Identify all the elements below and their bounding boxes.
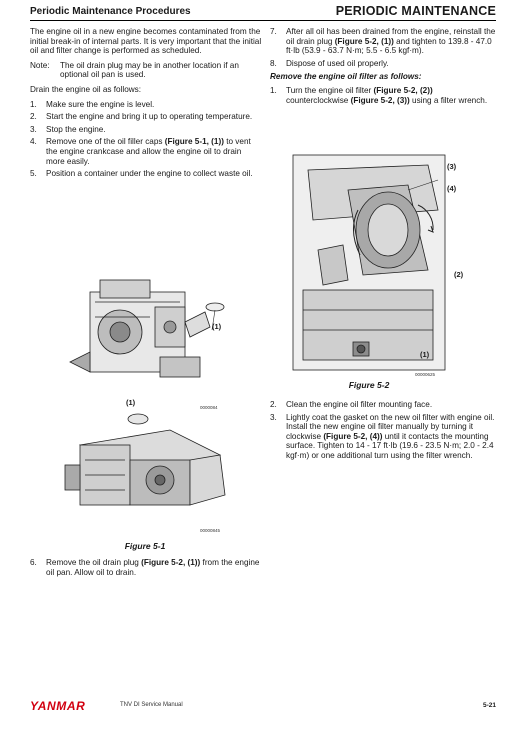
step-text: Turn the engine oil filter (Figure 5-2, … [286,86,496,105]
left-step-6: 6. Remove the oil drain plug (Figure 5-2… [30,558,262,580]
note-label: Note: [30,60,50,70]
callout-1: (1) [420,350,430,359]
figure-id: 00000845 [200,528,221,533]
page-number: 5-21 [482,702,496,709]
step-number: 4. [30,137,37,147]
callout-4: (4) [447,184,457,193]
step-text-part: Remove the oil drain plug [46,558,142,567]
step-number: 7. [270,27,277,36]
right-column: 7. After all oil has been drained from t… [270,27,496,108]
figure-reference: (Figure 5-2, (2)) [373,85,433,95]
list-item: 4. Remove one of the oil filler caps (Fi… [30,137,262,166]
list-item: 2. Clean the engine oil filter mounting … [270,400,496,410]
step-text-part: until it contacts the mounting surface. … [286,431,494,460]
chapter-title: PERIODIC MAINTENANCE [335,4,496,18]
page-header: Periodic Maintenance Procedures PERIODIC… [30,4,496,22]
oil-filter-illustration [292,154,446,371]
engine-illustration [64,413,226,506]
figure-reference: (Figure 5-1, (1)) [164,137,224,147]
step-number: 2. [270,400,277,409]
callout-1: (1) [212,322,222,331]
step-text-part: from the engine oil pan. Allow oil to dr… [46,558,260,577]
manual-title: TNV DI Service Manual [120,702,183,708]
step-number: 1. [30,99,37,109]
list-item: 1. Make sure the engine is level. [30,100,262,110]
step-text: After all oil has been drained from the … [286,27,496,56]
step-text: Lightly coat the gasket on the new oil f… [286,413,496,461]
step-text-part: Lightly coat the gasket on the new oil f… [286,412,495,441]
step-text: Start the engine and bring it up to oper… [46,112,253,122]
filter-heading: Remove the engine oil filter as follows: [270,72,422,82]
callout-3: (3) [447,162,457,171]
step-text-part: and tighten to 139.8 - 47.0 ft·lb (53.9 … [286,36,492,56]
step-text: Dispose of used oil properly. [286,58,389,68]
note-text: The oil drain plug may be in another loc… [60,60,239,80]
list-item: 5. Position a container under the engine… [30,169,262,179]
engine-illustration [69,279,225,378]
list-item: 7. After all oil has been drained from t… [270,27,496,56]
step-text-part: to vent the engine crankcase and allow t… [46,137,251,166]
step-text: Position a container under the engine to… [46,169,253,179]
figure-5-1-top-engine [60,272,230,390]
step-number: 6. [30,558,37,567]
step-text-part: Remove one of the oil filler caps [46,137,165,147]
figure-reference: (Figure 5-2, (1)) [334,36,394,46]
step-number: 2. [30,112,37,122]
right-column-lower: 2. Clean the engine oil filter mounting … [270,400,496,464]
list-item: 3. Lightly coat the gasket on the new oi… [270,413,496,461]
step-text: Clean the engine oil filter mounting fac… [286,400,433,409]
figure-5-2-oil-filter [288,150,450,375]
list-item: 3. Stop the engine. [30,125,262,135]
step-number: 1. [270,85,277,95]
intro-paragraph: The engine oil in a new engine becomes c… [30,27,262,56]
list-item: 6. Remove the oil drain plug (Figure 5-2… [30,558,262,577]
section-title: Periodic Maintenance Procedures [30,6,191,17]
note: Note: The oil drain plug may be in anoth… [30,61,262,80]
figure-reference: (Figure 5-2, (1)) [141,558,201,567]
callout-1: (1) [126,398,136,407]
left-column: The engine oil in a new engine becomes c… [30,27,262,182]
step-number: 3. [30,124,37,134]
step-number: 5. [30,169,37,179]
figure-reference: (Figure 5-2, (3)) [350,95,410,105]
figure-caption: Figure 5-1 [124,541,166,551]
step-number: 8. [270,58,277,68]
step-text-part: After all oil has been drained from the … [286,27,496,46]
step-text: Remove one of the oil filler caps (Figur… [46,137,262,166]
list-item: 2. Start the engine and bring it up to o… [30,112,262,122]
step-number: 3. [270,412,277,422]
step-text: Stop the engine. [46,124,106,134]
step-text-part: using a filter wrench. [409,95,488,105]
step-text: Make sure the engine is level. [46,99,155,109]
drain-heading: Drain the engine oil as follows: [30,84,142,94]
list-item: 1. Turn the engine oil filter (Figure 5-… [270,86,496,105]
figure-id: 00000625 [415,372,436,377]
step-text: Remove the oil drain plug (Figure 5-2, (… [46,558,262,577]
step-text-part: Turn the engine oil filter [286,85,374,95]
figure-caption: Figure 5-2 [348,380,390,390]
callout-2: (2) [454,270,464,279]
figure-reference: (Figure 5-2, (4)) [323,431,383,441]
yanmar-logo: YANMAR [30,699,86,713]
list-item: 8. Dispose of used oil properly. [270,59,496,69]
figure-id: 0000084 [200,405,218,410]
step-text-part: counterclockwise [286,95,351,105]
figure-5-1-bottom-engine [60,405,230,525]
header-rule [30,20,496,21]
